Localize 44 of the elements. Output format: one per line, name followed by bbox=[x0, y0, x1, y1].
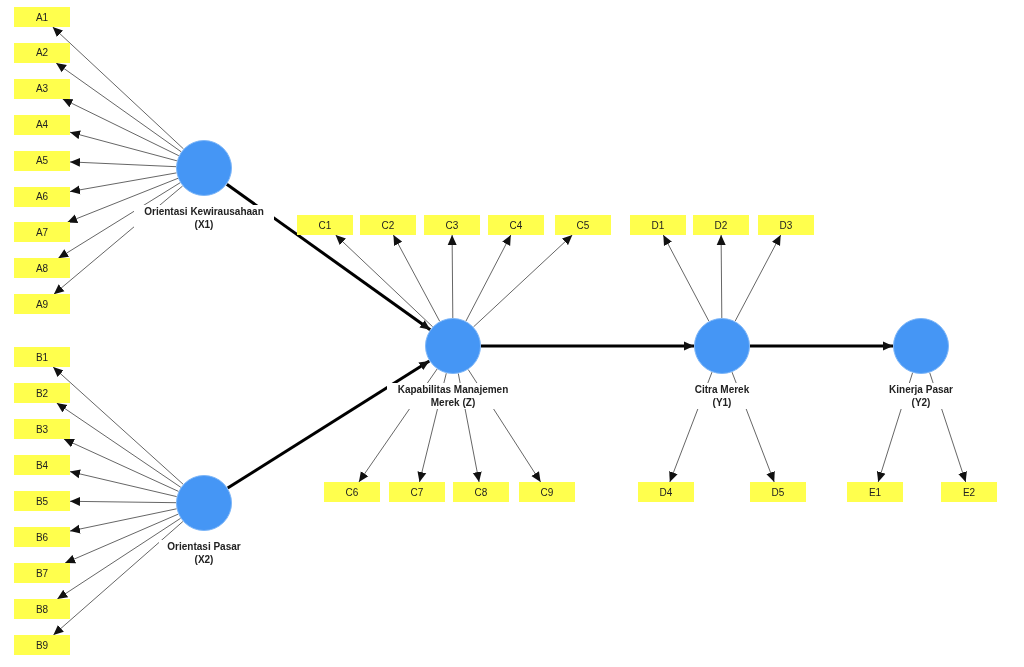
path-arrow bbox=[226, 359, 431, 490]
indicator-box: C8 bbox=[453, 482, 509, 502]
indicator-box: A7 bbox=[14, 222, 70, 243]
indicator-box: B4 bbox=[14, 455, 70, 475]
path-arrow bbox=[225, 183, 432, 331]
indicator-box: C4 bbox=[488, 215, 544, 235]
indicator-box: D2 bbox=[693, 215, 749, 235]
indicator-box: C3 bbox=[424, 215, 480, 235]
indicator-box: C9 bbox=[519, 482, 575, 502]
indicator-box: B6 bbox=[14, 527, 70, 547]
indicator-box: B9 bbox=[14, 635, 70, 655]
latent-variable-circle bbox=[176, 475, 232, 531]
latent-variable-circle bbox=[694, 318, 750, 374]
indicator-box: D1 bbox=[630, 215, 686, 235]
indicator-box: B2 bbox=[14, 383, 70, 403]
variable-caption: Orientasi Kewirausahaan (X1) bbox=[134, 205, 274, 231]
indicator-box: A5 bbox=[14, 150, 70, 171]
indicator-box: D4 bbox=[638, 482, 694, 502]
indicator-box: B7 bbox=[14, 563, 70, 583]
indicator-box: B3 bbox=[14, 419, 70, 439]
indicator-box: A1 bbox=[14, 7, 70, 27]
latent-variable-circle bbox=[425, 318, 481, 374]
indicator-box: A6 bbox=[14, 186, 70, 207]
latent-variable-circle bbox=[176, 140, 232, 196]
indicator-box: A8 bbox=[14, 258, 70, 279]
indicator-box: B1 bbox=[14, 347, 70, 367]
indicator-box: A2 bbox=[14, 42, 70, 63]
path-arrow bbox=[481, 341, 694, 351]
indicator-box: A3 bbox=[14, 78, 70, 99]
indicator-box: C5 bbox=[555, 215, 611, 235]
latent-variable-circle bbox=[893, 318, 949, 374]
indicator-box: B5 bbox=[14, 491, 70, 511]
indicator-box: C2 bbox=[360, 215, 416, 235]
indicator-box: A4 bbox=[14, 114, 70, 135]
indicator-box: A9 bbox=[14, 294, 70, 315]
indicator-box: C1 bbox=[297, 215, 353, 235]
indicator-box: E1 bbox=[847, 482, 903, 502]
indicator-box: C7 bbox=[389, 482, 445, 502]
path-arrow bbox=[750, 341, 893, 351]
indicator-box: B8 bbox=[14, 599, 70, 619]
indicator-box: E2 bbox=[941, 482, 997, 502]
indicator-box: D5 bbox=[750, 482, 806, 502]
indicator-box: C6 bbox=[324, 482, 380, 502]
indicator-box: D3 bbox=[758, 215, 814, 235]
